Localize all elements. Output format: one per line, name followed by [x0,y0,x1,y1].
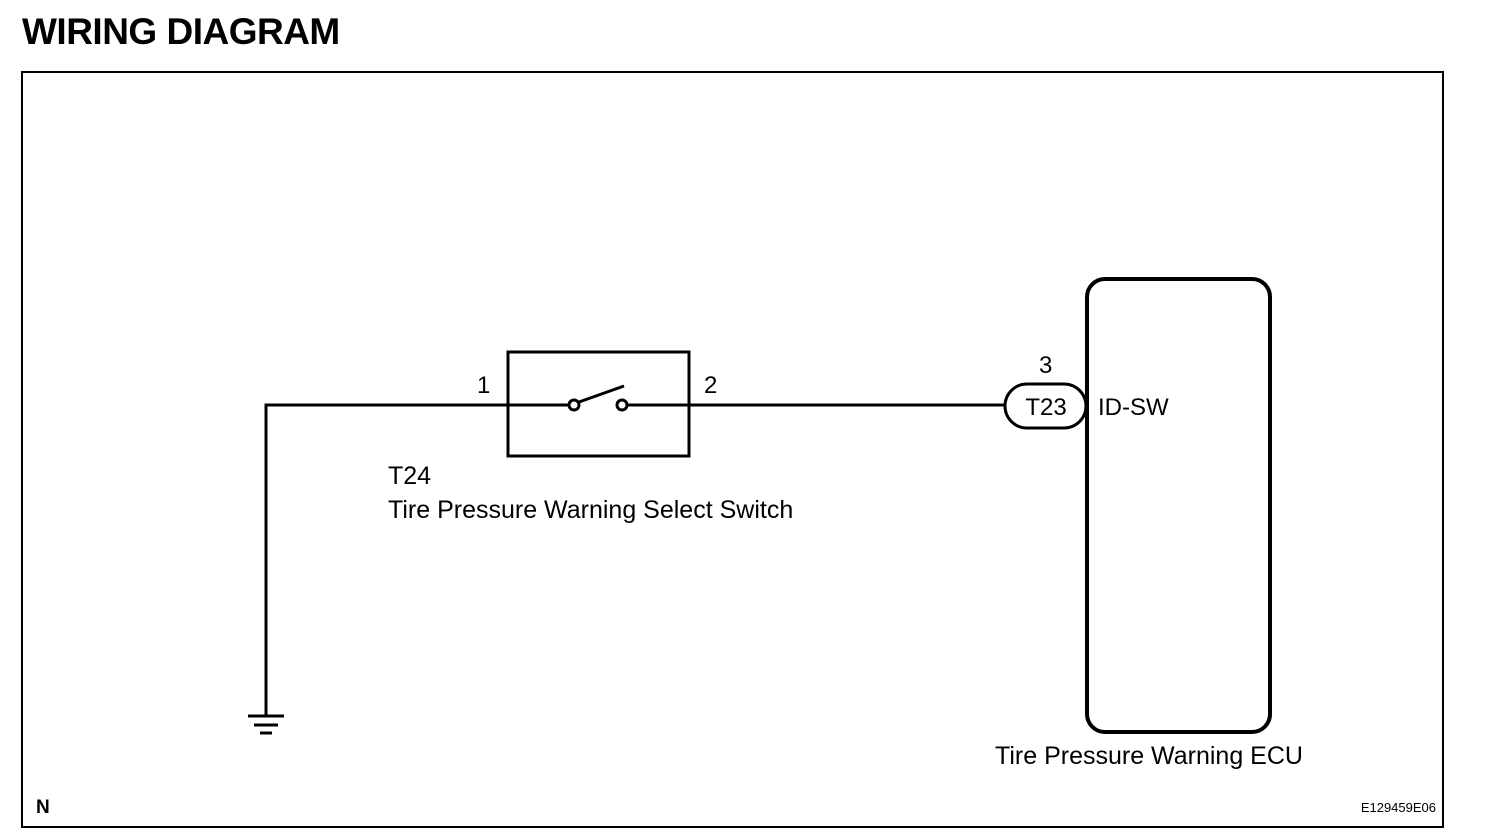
ecu-connector-code: T23 [1025,394,1066,421]
ground-icon [248,714,284,735]
ecu-box [1085,277,1272,734]
ecu-name: Tire Pressure Warning ECU [995,742,1303,770]
switch-name: Tire Pressure Warning Select Switch [388,496,793,524]
ground-wire [264,403,508,715]
ecu-terminal-label: ID-SW [1098,394,1169,421]
diagram-frame [21,71,1444,828]
switch-pin-2: 2 [704,372,717,399]
switch-icon [508,384,689,412]
switch-connector-code: T24 [388,462,431,490]
ecu-pin-number: 3 [1039,352,1052,379]
figure-code: E129459E06 [1361,800,1436,815]
page-title: WIRING DIAGRAM [22,11,340,52]
corner-letter: N [36,797,50,818]
switch-pin-1: 1 [477,372,490,399]
